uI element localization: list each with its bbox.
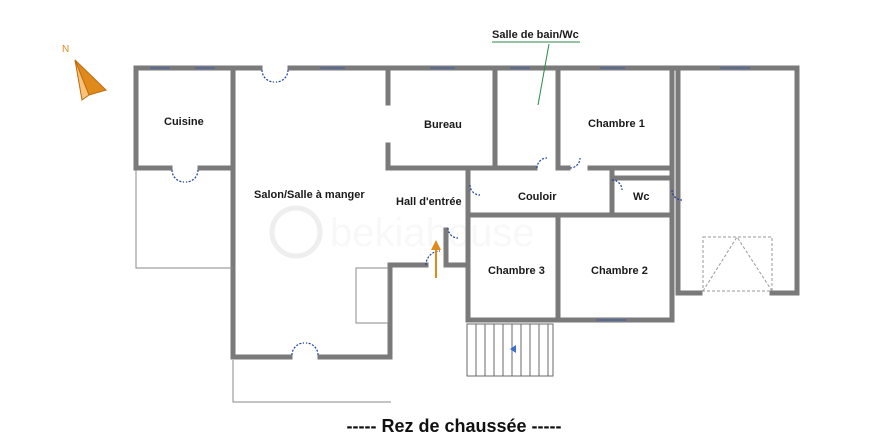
compass-icon: N xyxy=(62,44,107,101)
compass-north-label: N xyxy=(62,44,69,55)
staircase xyxy=(466,323,554,377)
room-label-bureau: Bureau xyxy=(424,119,462,131)
room-label-chambre-2: Chambre 2 xyxy=(591,265,648,277)
room-label-chambre-3: Chambre 3 xyxy=(488,265,545,277)
doors xyxy=(171,69,683,356)
entrance-arrow-icon xyxy=(431,240,441,278)
salle-de-bain-callout xyxy=(492,41,580,106)
garage-door xyxy=(702,236,773,292)
room-label-salle-de-bain: Salle de bain/Wc xyxy=(492,29,579,41)
room-label-cuisine: Cuisine xyxy=(164,116,204,128)
room-label-chambre-1: Chambre 1 xyxy=(588,118,645,130)
windows xyxy=(150,67,750,321)
room-label-hall: Hall d'entrée xyxy=(396,196,462,208)
floor-title: ----- Rez de chaussée ----- xyxy=(346,416,561,436)
room-label-couloir: Couloir xyxy=(518,191,557,203)
terrace-lines xyxy=(135,170,391,403)
room-label-salon: Salon/Salle à manger xyxy=(254,189,365,201)
room-label-wc: Wc xyxy=(633,191,650,203)
